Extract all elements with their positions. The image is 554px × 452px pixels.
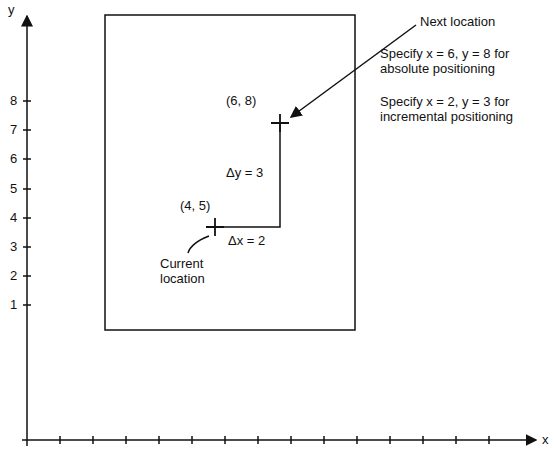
increment-label: Δy = 3 — [226, 165, 263, 180]
axis-label: x — [542, 432, 549, 447]
tick-number: 2 — [10, 268, 17, 283]
tick-number: 8 — [10, 93, 17, 108]
x-ticks — [60, 436, 489, 444]
note-text: Specify x = 2, y = 3 for incremental pos… — [380, 94, 548, 124]
workpart-outline — [105, 15, 355, 330]
callout-label: Next location — [420, 14, 495, 29]
callout-label: Current location — [160, 256, 222, 286]
tick-number: 3 — [10, 239, 17, 254]
tick-number: 6 — [10, 151, 17, 166]
note-text: Specify x = 6, y = 8 for absolute positi… — [380, 46, 548, 76]
tick-number: 7 — [10, 122, 17, 137]
tick-number: 5 — [10, 181, 17, 196]
move-path — [215, 123, 280, 227]
axis-label: y — [8, 2, 15, 17]
coordinate-label: (4, 5) — [180, 198, 210, 213]
coordinate-label: (6, 8) — [226, 93, 256, 108]
y-axis — [26, 16, 28, 446]
increment-label: Δx = 2 — [228, 233, 265, 248]
next-cross — [271, 114, 289, 132]
current-cross — [206, 218, 224, 236]
current-leader — [188, 236, 209, 253]
tick-number: 1 — [10, 297, 17, 312]
x-axis — [22, 439, 536, 441]
y-ticks — [23, 101, 31, 305]
spacer — [207, 211, 223, 235]
tick-number: 4 — [10, 210, 17, 225]
